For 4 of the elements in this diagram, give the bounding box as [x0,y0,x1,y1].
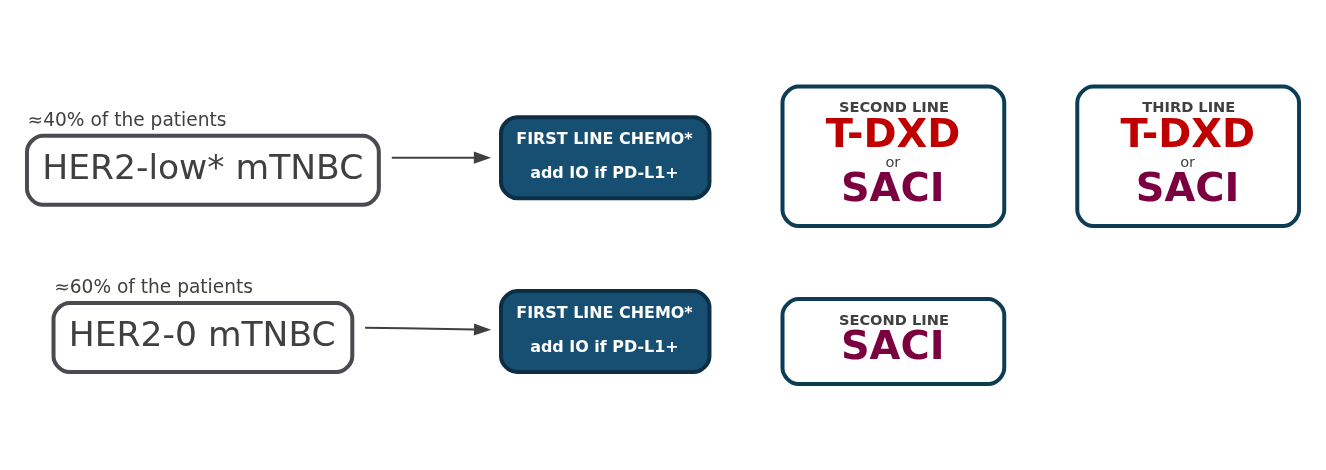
node-label: ≈60% of the patients [54,276,253,298]
arrow [390,151,492,164]
arrow [364,323,492,336]
node-label: ≈40% of the patients [27,109,227,131]
